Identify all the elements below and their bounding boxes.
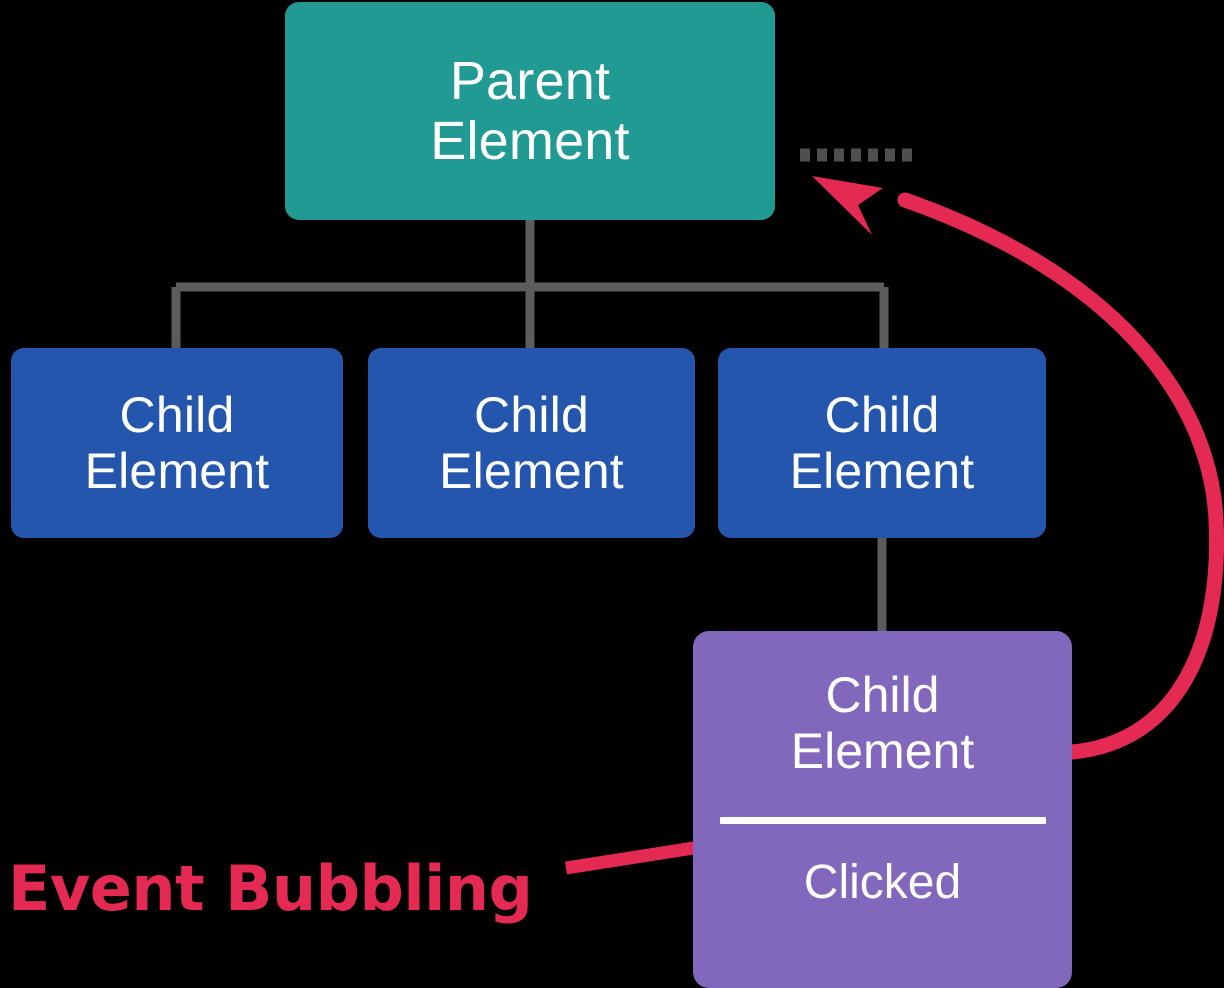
clicked-child-element-label: Child Element	[790, 667, 975, 779]
child-element-label-2: Child Element	[439, 387, 624, 499]
clicked-node-divider	[719, 817, 1046, 824]
clicked-status-label: Clicked	[803, 856, 962, 909]
parent-element-node[interactable]: Parent Element	[285, 2, 775, 220]
child-element-node-3[interactable]: Child Element	[718, 348, 1046, 538]
parent-element-label: Parent Element	[430, 50, 630, 171]
child-element-node-1[interactable]: Child Element	[11, 348, 343, 538]
event-bubbling-caption: Event Bubbling	[8, 852, 533, 925]
event-bubbling-arrowhead	[812, 176, 883, 235]
clicked-child-element-node[interactable]: Child Element Clicked	[693, 631, 1072, 988]
caption-leader-line	[564, 840, 702, 875]
child-element-node-2[interactable]: Child Element	[368, 348, 695, 538]
child-element-label-1: Child Element	[84, 387, 270, 499]
child-element-label-3: Child Element	[789, 387, 975, 499]
